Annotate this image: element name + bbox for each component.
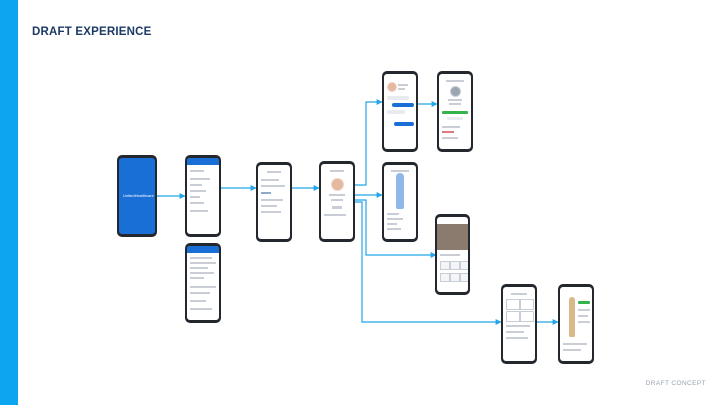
doctor-avatar [450, 86, 461, 97]
phone-profile[interactable] [319, 161, 355, 242]
slide-footer: DRAFT CONCEPT [645, 380, 706, 387]
phone-form[interactable] [185, 243, 221, 323]
phone-splash[interactable]: UnitedHealthcare [117, 155, 157, 237]
connector-profile-to-gallery [354, 199, 437, 258]
phone-chat[interactable] [382, 71, 418, 152]
side-accent-bar [0, 0, 18, 405]
phone-avatar[interactable] [558, 284, 594, 364]
connector-profile-to-dashboard [354, 201, 502, 325]
chat-avatar [387, 82, 397, 92]
splash-logo-text: UnitedHealthcare [123, 193, 154, 198]
phone-menu[interactable] [185, 155, 221, 237]
profile-avatar [331, 178, 344, 191]
phone-gallery[interactable] [435, 214, 470, 295]
slide-title: DRAFT EXPERIENCE [32, 26, 152, 38]
connector-profile-to-chat [354, 99, 383, 186]
body-figure [396, 173, 404, 209]
phone-body-map[interactable] [382, 162, 418, 242]
phone-dashboard[interactable] [501, 284, 537, 364]
phone-doctor[interactable] [437, 71, 473, 152]
avatar-figure [569, 297, 575, 337]
gallery-photo [437, 224, 468, 250]
phone-list[interactable] [256, 162, 292, 242]
